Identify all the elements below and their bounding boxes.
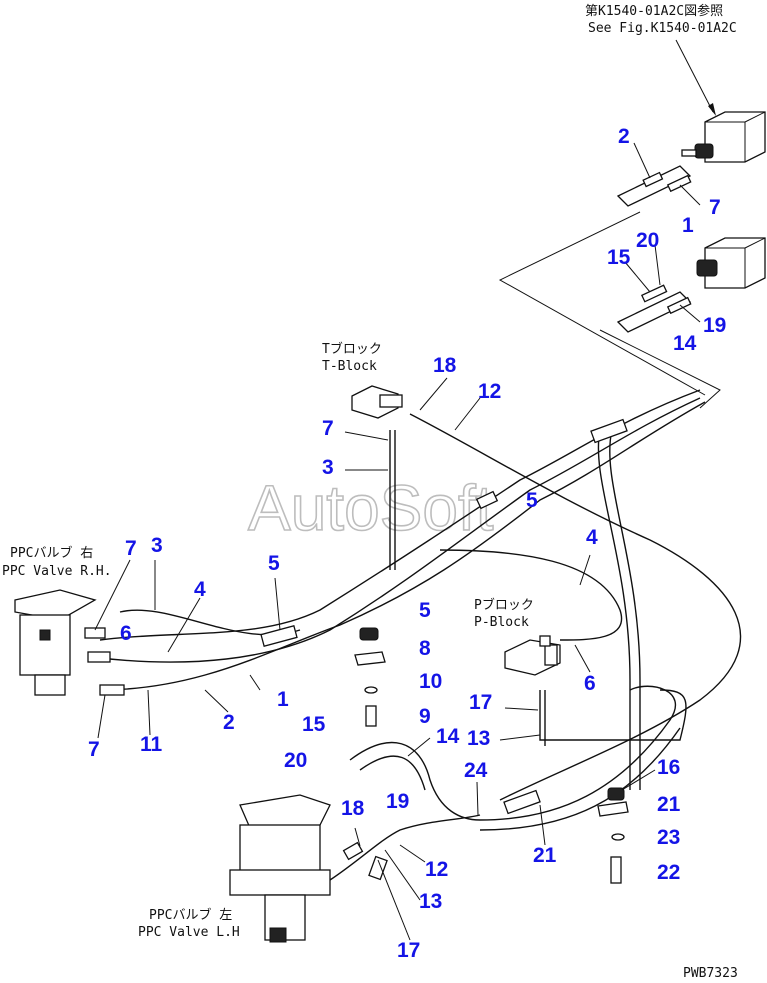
lower-hose	[479, 685, 677, 821]
callout: 7	[709, 196, 721, 219]
callout: 5	[268, 552, 280, 575]
callout: 22	[657, 861, 680, 884]
callout: 12	[478, 380, 501, 403]
t-block-label-en: T-Block	[322, 359, 377, 374]
ppc-lh-label-jp: PPCバルブ 左	[149, 907, 232, 923]
callout: 4	[194, 578, 206, 601]
ppc-rh-label-en: PPC Valve R.H.	[2, 564, 112, 579]
callout: 14	[436, 725, 460, 748]
t-block	[351, 385, 403, 419]
callout: 18	[433, 354, 457, 377]
ppc-valve-rh	[14, 589, 125, 696]
callout: 13	[419, 890, 442, 913]
clamp-5-upper	[475, 490, 499, 510]
upper-valve-block	[681, 111, 766, 163]
callout: 2	[223, 711, 235, 734]
exploded-clamp-set-right	[597, 787, 629, 884]
callout: 12	[425, 858, 448, 881]
reference-note-en: See Fig.K1540-01A2C	[588, 21, 737, 36]
ppc-rh-label-jp: PPCバルブ 右	[10, 545, 93, 561]
callout: 1	[277, 688, 289, 711]
callout: 3	[151, 534, 163, 557]
callout: 9	[419, 705, 431, 728]
p-block-label-en: P-Block	[474, 615, 529, 630]
fitting-18-lower	[342, 841, 364, 861]
callout: 16	[657, 756, 680, 779]
callout: 7	[125, 537, 137, 560]
callout: 6	[120, 622, 132, 645]
hose-lh-upper	[329, 814, 481, 881]
second-fittings	[616, 284, 692, 333]
reference-note-jp: 第K1540-01A2C図参照	[585, 3, 723, 19]
callout: 14	[673, 332, 697, 355]
fitting-17-lower	[368, 855, 388, 881]
p-block	[504, 635, 561, 676]
callout: 19	[386, 790, 409, 813]
hose-13	[539, 689, 687, 741]
callout: 11	[140, 733, 163, 756]
clamp-upper-right	[590, 418, 628, 444]
callout: 5	[419, 599, 431, 622]
leader-lines	[94, 142, 701, 941]
t-block-label-jp: Tブロック	[322, 341, 382, 357]
hose-15-20	[349, 741, 481, 821]
p-block-label-jp: Pブロック	[474, 597, 534, 613]
callout: 19	[703, 314, 726, 337]
callout: 1	[682, 214, 694, 237]
upper-fittings	[616, 165, 692, 207]
reference-lines	[498, 211, 706, 396]
callout: 13	[467, 727, 490, 750]
hose-4	[439, 549, 623, 641]
hose-12	[409, 413, 742, 801]
ppc-valve-lh	[229, 794, 331, 943]
callout: 4	[586, 526, 598, 549]
second-valve-block	[696, 237, 766, 289]
callout: 10	[419, 670, 442, 693]
callout: 15	[607, 246, 631, 269]
callout: 21	[657, 793, 681, 816]
callout: 17	[469, 691, 492, 714]
drawing-code: PWB7323	[683, 966, 738, 981]
clamp-5-mid	[260, 625, 298, 647]
callout: 18	[341, 797, 365, 820]
callout: 15	[302, 713, 326, 736]
callout: 2	[618, 125, 630, 148]
callout: 20	[636, 229, 659, 252]
clamp-21-lower	[503, 789, 541, 815]
callout: 3	[322, 456, 334, 479]
callout: 5	[526, 489, 538, 512]
callout: 24	[464, 759, 488, 782]
callout: 20	[284, 749, 307, 772]
callout: 17	[397, 939, 420, 962]
ppc-lh-label-en: PPC Valve L.H	[138, 925, 240, 940]
reference-arrowhead	[708, 103, 716, 116]
watermark: AutoSoft	[248, 472, 494, 544]
callout: 7	[322, 417, 334, 440]
reference-arrow	[675, 39, 714, 113]
exploded-clamp-set-center	[354, 627, 386, 727]
callout: 7	[88, 738, 100, 761]
callout: 23	[657, 826, 680, 849]
callout: 21	[533, 844, 557, 867]
callout: 8	[419, 637, 431, 660]
callout: 6	[584, 672, 596, 695]
vertical-hose	[597, 429, 631, 790]
